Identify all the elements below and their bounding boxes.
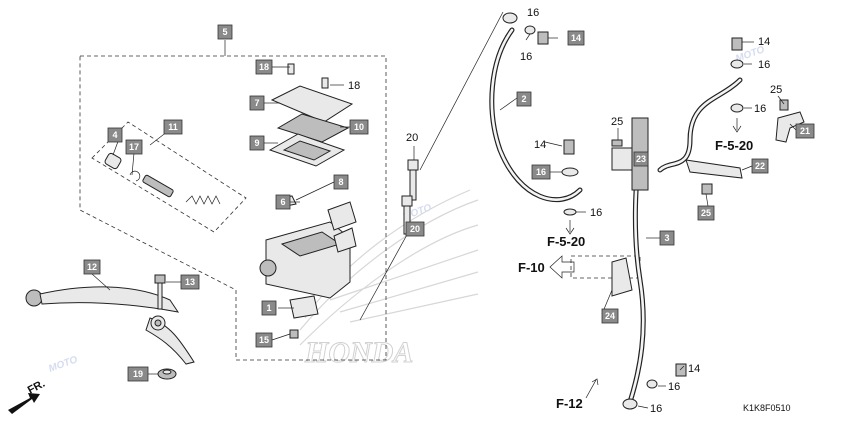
svg-text:23: 23 — [636, 154, 646, 164]
callout-23: 23 — [633, 151, 649, 167]
drawing-code: K1K8F0510 — [743, 403, 791, 413]
svg-text:19: 19 — [133, 369, 143, 379]
callout-17: 17 — [125, 139, 143, 155]
callout-16-e: 16 — [754, 103, 766, 115]
callout-8: 8 — [333, 174, 349, 190]
watermark-brand: HONDA — [304, 336, 413, 369]
fr-label: FR. — [26, 378, 47, 397]
callout-14-b: 14 — [758, 36, 770, 48]
svg-text:15: 15 — [259, 335, 269, 345]
leader-lines — [91, 11, 797, 409]
master-cylinder-assembly-outline — [79, 55, 387, 361]
svg-text:8: 8 — [338, 177, 343, 187]
svg-text:7: 7 — [254, 98, 259, 108]
callout-15: 15 — [255, 332, 273, 348]
callout-25-a: 25 — [611, 116, 623, 128]
callout-2: 2 — [516, 91, 532, 107]
callout-16-g: 16 — [650, 403, 662, 415]
callout-10: 10 — [349, 119, 369, 135]
callout-16-a: 16 — [527, 7, 539, 19]
callout-14-c: 14 — [688, 363, 700, 375]
callout-14-box-a: 14 — [567, 30, 585, 46]
callout-24: 24 — [601, 308, 619, 324]
f520-arrow-right — [732, 118, 742, 133]
callout-5: 5 — [217, 24, 233, 40]
callout-6: 6 — [275, 194, 291, 210]
callout-18: 18 — [348, 80, 360, 92]
piston-kit — [104, 152, 221, 205]
callout-1: 1 — [261, 300, 277, 316]
ref-f-10: F-10 — [518, 260, 545, 275]
callout-20: 20 — [406, 132, 418, 144]
moto-watermark-1: MOTO — [47, 354, 79, 375]
pivot-nut — [157, 368, 177, 380]
svg-text:11: 11 — [168, 122, 178, 132]
callout-16-f: 16 — [668, 381, 680, 393]
reservoir-cap-stack — [268, 63, 354, 167]
svg-text:24: 24 — [605, 311, 615, 321]
hose-right-assembly — [611, 37, 805, 195]
piston-kit-outline — [91, 121, 247, 233]
svg-text:25: 25 — [701, 208, 711, 218]
pivot-bolt — [154, 274, 166, 310]
callout-9: 9 — [249, 135, 265, 151]
svg-text:20: 20 — [410, 224, 420, 234]
svg-text:13: 13 — [185, 277, 195, 287]
ref-f-5-20-right: F-5-20 — [715, 138, 753, 153]
callout-16-d: 16 — [758, 59, 770, 71]
svg-text:22: 22 — [755, 161, 765, 171]
callout-13: 13 — [180, 274, 200, 290]
callout-11: 11 — [163, 119, 183, 135]
bracket-hardware-outline — [570, 255, 641, 279]
svg-text:4: 4 — [112, 130, 117, 140]
brake-lever — [25, 286, 195, 365]
svg-text:3: 3 — [664, 233, 669, 243]
callout-25-b: 25 — [770, 84, 782, 96]
f10-direction-arrow — [549, 255, 575, 279]
callout-7: 7 — [249, 95, 265, 111]
front-direction-arrow: FR. — [8, 378, 47, 414]
svg-text:17: 17 — [129, 142, 139, 152]
upper-brake-hose — [489, 12, 583, 216]
callout-22: 22 — [751, 158, 769, 174]
f12-arrow — [585, 378, 599, 399]
callout-3: 3 — [659, 230, 675, 246]
callout-18-box: 18 — [255, 59, 273, 75]
f520-arrow-left — [565, 220, 575, 235]
ref-f-5-20-left: F-5-20 — [547, 234, 585, 249]
callout-21: 21 — [795, 123, 815, 139]
svg-text:18: 18 — [259, 62, 269, 72]
callout-19: 19 — [127, 366, 149, 382]
ref-f-12: F-12 — [556, 396, 583, 411]
callout-16-c: 16 — [590, 207, 602, 219]
master-cylinder-body — [259, 159, 419, 339]
callout-4: 4 — [107, 127, 123, 143]
callout-20-box: 20 — [405, 221, 425, 237]
svg-text:9: 9 — [254, 138, 259, 148]
svg-text:10: 10 — [354, 122, 364, 132]
callout-16-b: 16 — [520, 51, 532, 63]
callout-25-box: 25 — [697, 205, 715, 221]
svg-text:16: 16 — [536, 167, 546, 177]
svg-text:2: 2 — [521, 94, 526, 104]
svg-text:21: 21 — [800, 126, 810, 136]
callout-16-box: 16 — [531, 164, 551, 180]
svg-text:5: 5 — [222, 27, 227, 37]
svg-text:12: 12 — [87, 262, 97, 272]
svg-text:14: 14 — [571, 33, 581, 43]
svg-text:1: 1 — [266, 303, 271, 313]
callout-14-a: 14 — [534, 139, 546, 151]
honda-wing-watermark: HONDA — [299, 189, 479, 370]
callout-12: 12 — [83, 259, 101, 275]
svg-text:6: 6 — [280, 197, 285, 207]
